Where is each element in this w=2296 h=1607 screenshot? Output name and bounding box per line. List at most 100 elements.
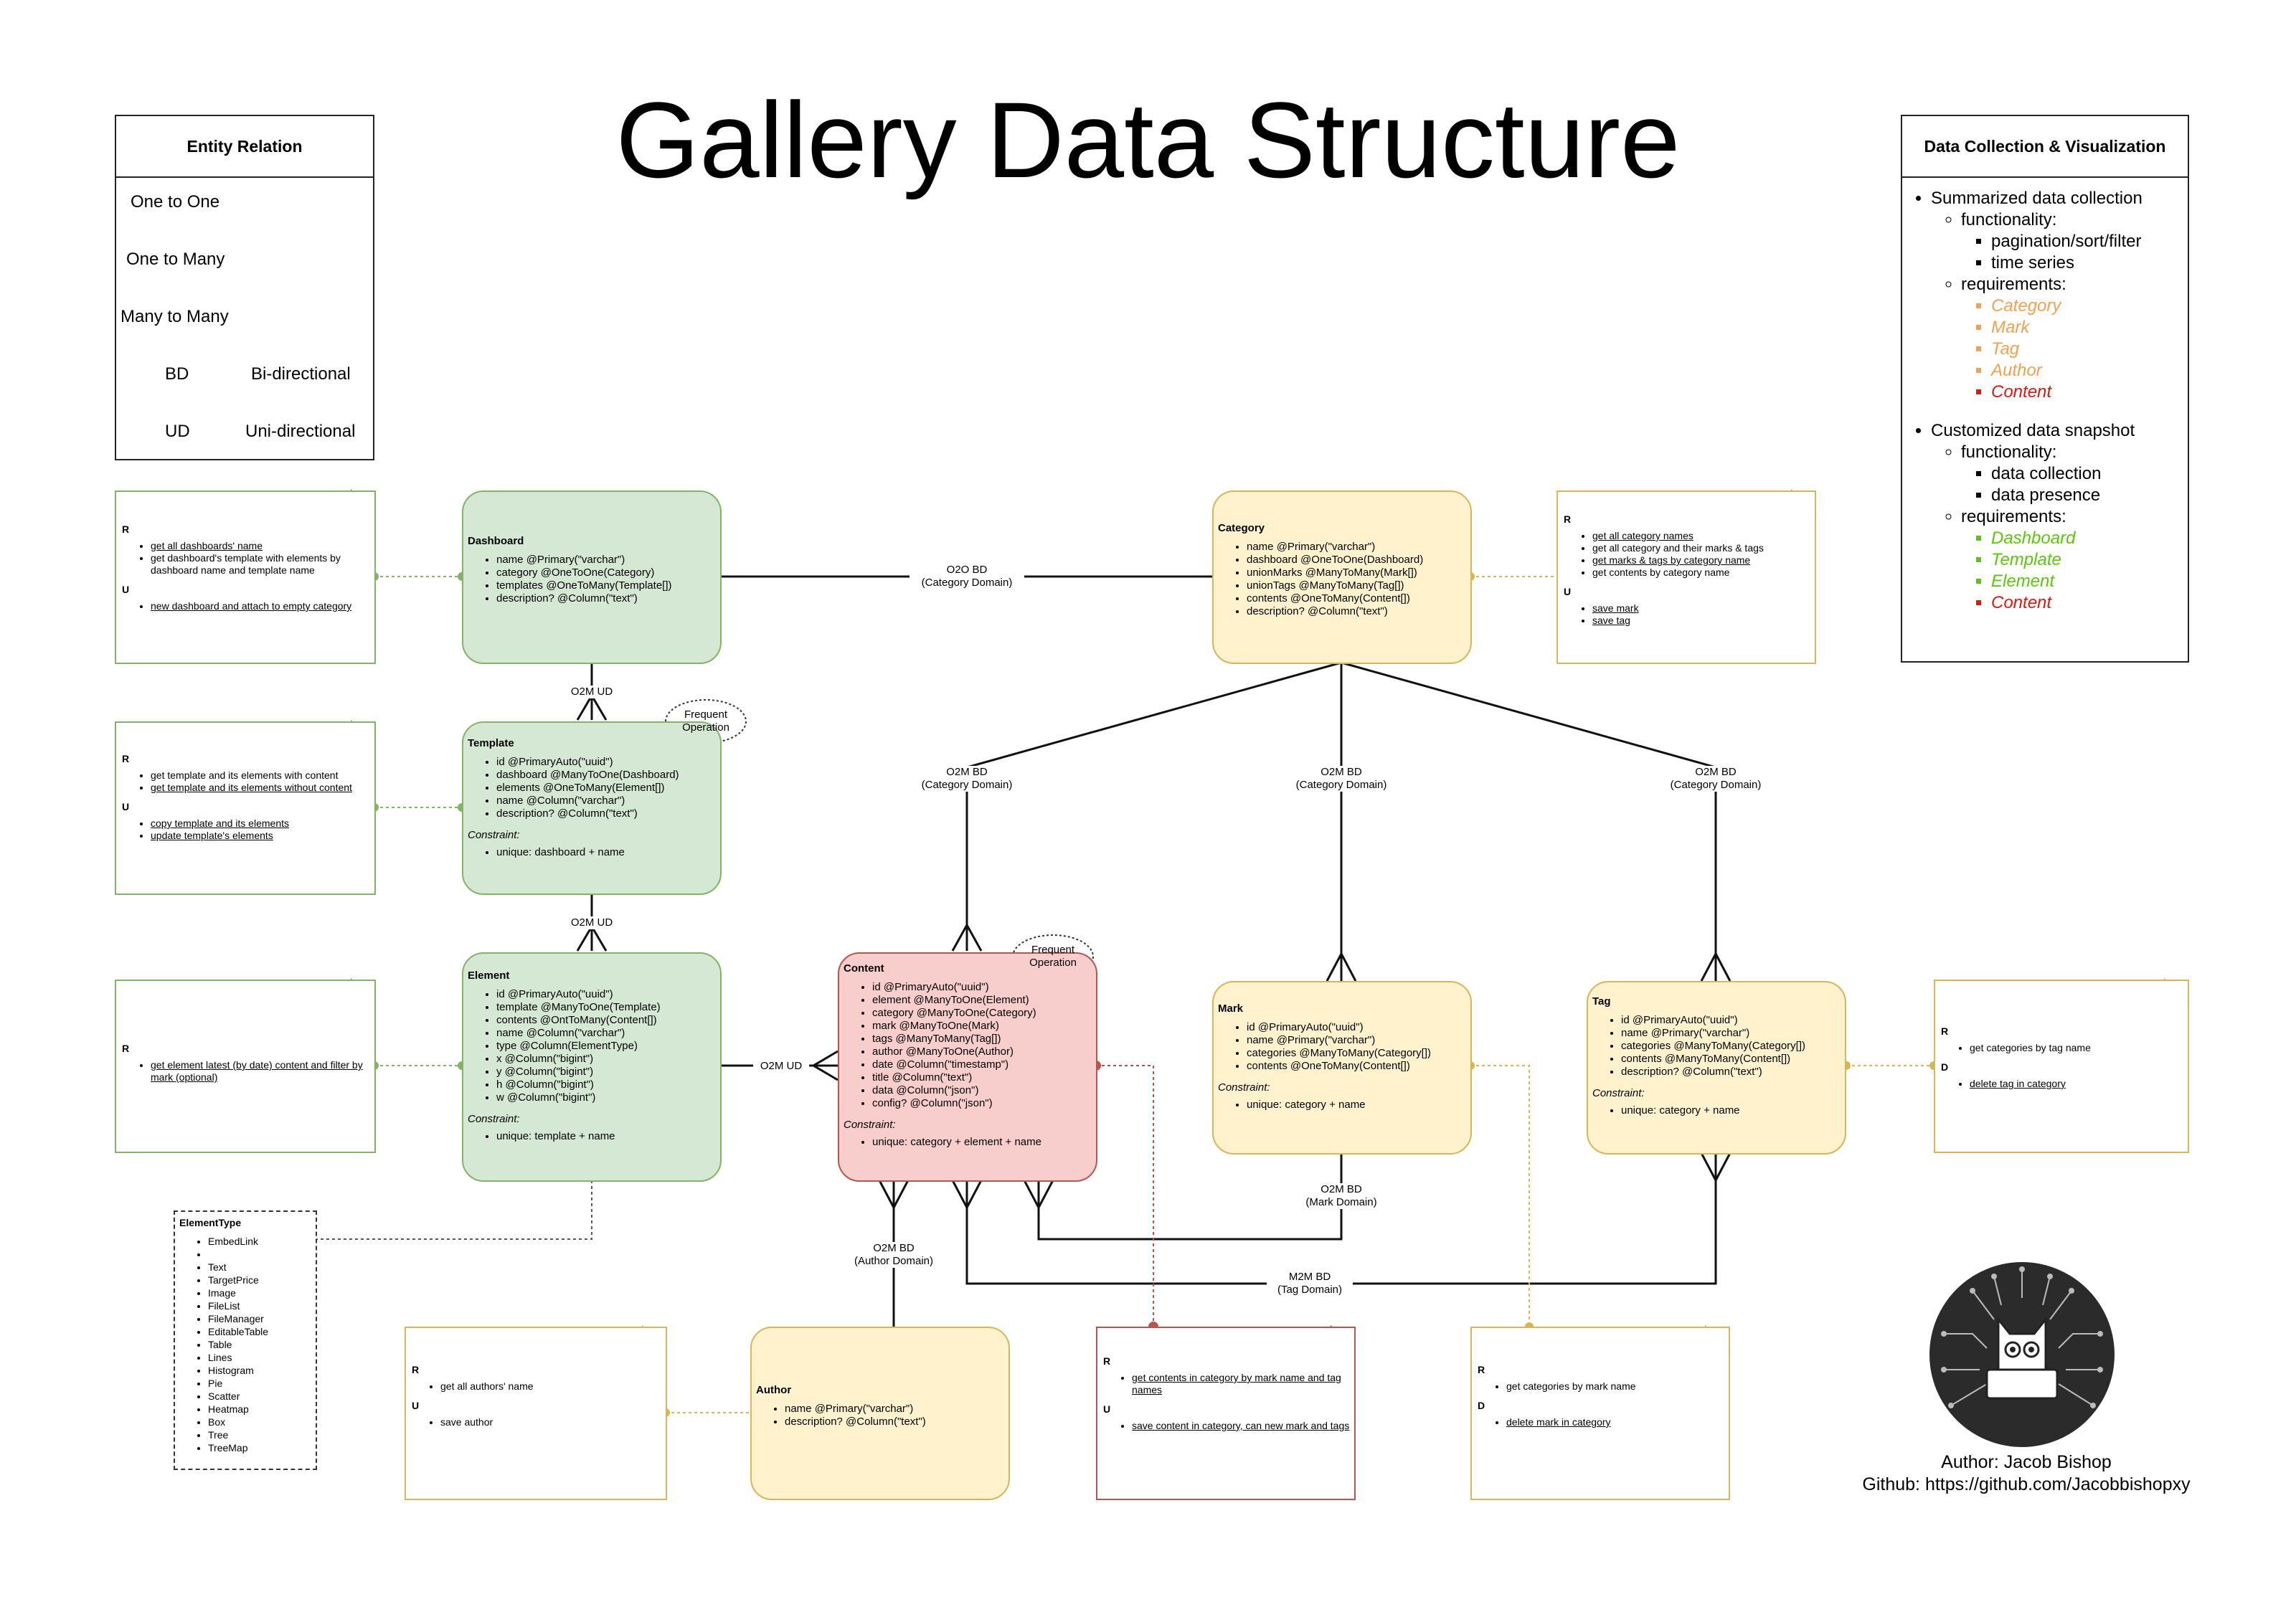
crowfoot-mark-top [1326, 951, 1357, 982]
field: id @PrimaryAuto("uuid") [496, 756, 720, 769]
field: author @ManyToOne(Author) [872, 1046, 1096, 1058]
note-item: get template and its elements with conte… [151, 769, 374, 782]
note-element: R get element latest (by date) content a… [115, 980, 376, 1153]
crowfoot-content-left [811, 1050, 838, 1081]
note-item: get categories by tag name [1970, 1042, 2188, 1054]
note-item[interactable]: get all category names [1592, 530, 1815, 542]
credit-github[interactable]: Github: https://github.com/Jacobbishopxy [1862, 1474, 2191, 1494]
field: config? @Column("json") [872, 1097, 1096, 1110]
field: id @PrimaryAuto("uuid") [1621, 1014, 1845, 1027]
note-item[interactable]: get marks & tags by category name [1592, 554, 1815, 567]
element-type-name: ElementType [179, 1217, 242, 1228]
note-item[interactable]: new dashboard and attach to empty catego… [151, 600, 374, 612]
field: type @Column(ElementType) [496, 1040, 720, 1053]
rel-type: M2M BD [1288, 1271, 1331, 1283]
note-op: U [412, 1400, 420, 1411]
entity-author[interactable]: Author name @Primary("varchar") descript… [750, 1327, 1010, 1500]
dcv-summarized: Summarized data collection [1931, 189, 2143, 208]
note-item[interactable]: get contents in category by mark name an… [1132, 1372, 1354, 1396]
element-type-item: Histogram [208, 1364, 316, 1377]
constraint-label: Constraint: [1592, 1087, 1645, 1099]
field: name @Primary("varchar") [496, 554, 720, 567]
rel-domain: (Category Domain) [921, 577, 1013, 589]
field: description? @Column("text") [1247, 605, 1470, 618]
entity-element[interactable]: Element id @PrimaryAuto("uuid") template… [462, 952, 722, 1182]
element-type-item: Text [208, 1261, 316, 1274]
rel-type: O2M BD [1321, 766, 1362, 778]
note-item[interactable]: get all dashboards' name [151, 540, 374, 552]
field: name @Column("varchar") [496, 795, 720, 807]
field: dashboard @ManyToOne(Dashboard) [496, 769, 720, 782]
entity-dashboard[interactable]: Dashboard name @Primary("varchar") categ… [462, 490, 722, 664]
cat-avatar-icon [1941, 1266, 2103, 1408]
legend-title: Entity Relation [116, 116, 373, 178]
entity-category[interactable]: Category name @Primary("varchar") dashbo… [1212, 490, 1472, 664]
note-content: R get contents in category by mark name … [1096, 1327, 1356, 1500]
rel-domain: (Author Domain) [854, 1255, 934, 1267]
dcv-f2: time series [1991, 252, 2188, 274]
constraint-label: Constraint: [1218, 1081, 1270, 1094]
legend-bd: BD [165, 364, 189, 384]
dcv-req-mark: Mark [1991, 317, 2188, 338]
dcv-requirements-2: requirements: [1961, 507, 2066, 526]
crowfoot-content-bottom-author [878, 1180, 910, 1210]
entity-content[interactable]: Content id @PrimaryAuto("uuid") element … [838, 952, 1097, 1182]
cloud-content-label: Frequent Operation [1029, 944, 1077, 969]
element-type-item: FileManager [208, 1312, 316, 1325]
legend-many-to-many: Many to Many [121, 307, 229, 326]
field: description? @Column("text") [785, 1416, 1008, 1428]
legend-ud-desc: Uni-directional [245, 422, 356, 441]
note-item[interactable]: save mark [1592, 602, 1815, 615]
field: contents @OneToMany(Content[]) [1247, 592, 1470, 605]
category-content-connector [965, 661, 1342, 951]
note-op: D [1941, 1061, 1949, 1073]
field: name @Primary("varchar") [1247, 541, 1470, 554]
note-tag: R get categories by tag name D delete ta… [1934, 980, 2189, 1153]
field: contents @ManyToMany(Content[]) [1621, 1053, 1845, 1066]
dcv-req-tag: Tag [1991, 338, 2188, 360]
note-item[interactable]: save tag [1592, 615, 1815, 627]
note-item[interactable]: delete mark in category [1506, 1416, 1729, 1428]
note-op: R [1103, 1355, 1111, 1367]
note-op: U [1564, 586, 1572, 597]
note-item[interactable]: update template's elements [151, 830, 374, 842]
note-item[interactable]: delete tag in category [1970, 1078, 2188, 1090]
field: category @OneToOne(Category) [496, 567, 720, 579]
field: unionTags @ManyToMany(Tag[]) [1247, 579, 1470, 592]
element-type-item: Image [208, 1286, 316, 1299]
entity-template[interactable]: Template id @PrimaryAuto("uuid") dashboa… [462, 721, 722, 895]
rel-domain: (Category Domain) [921, 779, 1013, 791]
entity-mark[interactable]: Mark id @PrimaryAuto("uuid") name @Prima… [1212, 981, 1472, 1155]
dcv-title: Data Collection & Visualization [1902, 116, 2188, 178]
note-op: R [122, 1043, 130, 1054]
data-collection-panel: Data Collection & Visualization Summariz… [1901, 115, 2189, 663]
field: templates @OneToMany(Template[]) [496, 579, 720, 592]
page-title: Gallery Data Structure [615, 80, 1681, 200]
crowfoot-tag-top [1700, 951, 1732, 982]
legend-one-to-one: One to One [131, 192, 220, 212]
rel-type: O2M BD [1321, 1183, 1362, 1195]
legend-panel: Entity Relation One to One One to Many M… [115, 115, 374, 460]
field: w @Column("bigint") [496, 1091, 720, 1104]
element-type-item: Heatmap [208, 1403, 316, 1416]
note-item[interactable]: save content in category, can new mark a… [1132, 1420, 1354, 1432]
note-op: R [1564, 513, 1572, 525]
element-type-item: TreeMap [208, 1441, 316, 1454]
element-type-link [317, 1180, 592, 1240]
rel-category-content: O2M BD (Category Domain) [910, 766, 1024, 792]
field: date @Column("timestamp") [872, 1058, 1096, 1071]
note-item: save author [440, 1416, 666, 1428]
note-item[interactable]: copy template and its elements [151, 817, 374, 830]
mark-note-link [1470, 1065, 1530, 1327]
field: element @ManyToOne(Element) [872, 994, 1096, 1007]
note-item[interactable]: get element latest (by date) content and… [151, 1059, 374, 1084]
note-item[interactable]: get template and its elements without co… [151, 782, 374, 794]
note-op: R [412, 1364, 420, 1375]
rel-domain: (Mark Domain) [1305, 1196, 1377, 1208]
note-mark: R get categories by mark name D delete m… [1470, 1327, 1730, 1500]
constraint-label: Constraint: [468, 829, 520, 841]
note-item: get all authors' name [440, 1380, 666, 1393]
crowfoot-tag-bottom [1700, 1152, 1732, 1183]
entity-tag[interactable]: Tag id @PrimaryAuto("uuid") name @Primar… [1587, 981, 1846, 1155]
note-item: get contents by category name [1592, 567, 1815, 579]
